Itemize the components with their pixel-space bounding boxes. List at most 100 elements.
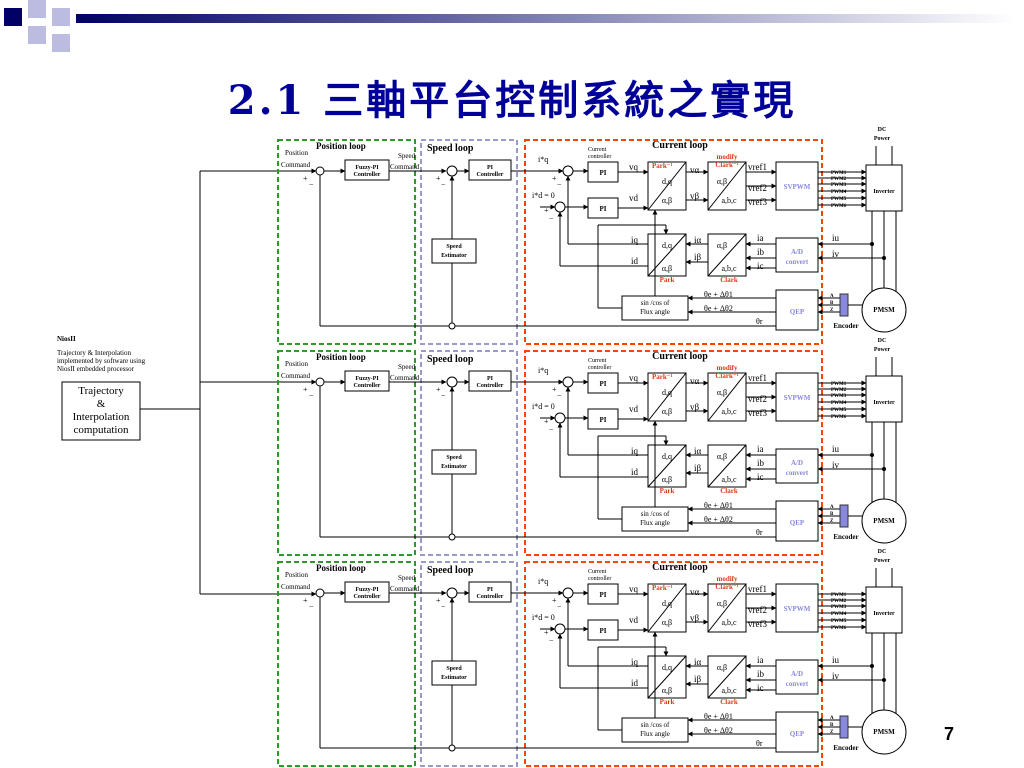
sincos-label: Flux angle xyxy=(640,730,670,738)
pi-label: PI xyxy=(600,591,607,599)
current-controller-label: controller xyxy=(588,154,611,160)
id-label: id xyxy=(631,678,639,688)
id-star-label: i*d = 0 xyxy=(532,402,555,411)
vref2-label: vref2 xyxy=(748,394,767,404)
ib-label: ib xyxy=(757,669,765,679)
pi-label: PI xyxy=(600,416,607,424)
trajectory-label: Interpolation xyxy=(73,411,130,423)
ia-label: ia xyxy=(757,655,764,665)
speed-command-label: Command xyxy=(390,163,420,171)
plus-sign: + xyxy=(544,417,549,426)
page-number: 7 xyxy=(944,724,955,744)
axis-labels-y: Position loopPositionCommandSpeedCommand… xyxy=(281,338,895,541)
abz-label: B xyxy=(830,723,834,728)
trajectory-block xyxy=(61,381,141,441)
theta2-label: θe + Δθ2 xyxy=(704,726,733,735)
qep-label: QEP xyxy=(790,308,805,316)
pmsm-label: PMSM xyxy=(873,306,895,314)
speed-command-label: Command xyxy=(390,374,420,382)
svpwm-label: SVPWM xyxy=(784,183,811,191)
iq-star-label: i*q xyxy=(538,577,548,586)
pwm-label: PWM6 xyxy=(831,204,847,209)
vref1-label: vref1 xyxy=(748,162,767,172)
speed-label: Speed xyxy=(398,574,416,582)
pwm-label: PWM5 xyxy=(831,408,847,413)
modify-clark-label: Clark⁻¹ xyxy=(715,161,738,169)
park-inv-label: Park⁻¹ xyxy=(652,373,673,381)
pwm-label: PWM6 xyxy=(831,626,847,631)
svpwm-label: SVPWM xyxy=(784,394,811,402)
park-label: Park xyxy=(660,276,675,284)
pmsm-label: PMSM xyxy=(873,517,895,525)
abz-label: Z xyxy=(830,730,834,735)
pi-controller-label: PI xyxy=(487,165,494,171)
current-controller-label: Current xyxy=(588,358,607,364)
pi-label: PI xyxy=(600,169,607,177)
dc-power-label: DC xyxy=(878,127,887,133)
plus-sign: + xyxy=(436,174,441,183)
abz-label: A xyxy=(830,505,834,510)
ad-convert-label: A/D xyxy=(791,670,803,678)
plus-sign: + xyxy=(303,385,308,394)
modify-clark-label: modify xyxy=(717,153,739,161)
plus-sign: + xyxy=(552,174,557,183)
fuzzy-pi-label: Fuzzy-PI xyxy=(355,376,379,382)
trajectory-label: & xyxy=(97,398,106,410)
ic-label: ic xyxy=(757,261,764,271)
park-label: Park xyxy=(660,698,675,706)
id-label: id xyxy=(631,256,639,266)
pwm-label: PWM3 xyxy=(831,605,847,610)
pi-controller-label: Controller xyxy=(477,383,504,389)
axis-labels-z: Position loopPositionCommandSpeedCommand… xyxy=(281,549,895,752)
theta2-label: θe + Δθ2 xyxy=(704,304,733,313)
position-label: Position xyxy=(285,149,308,157)
iq-label: iq xyxy=(631,235,639,245)
theta-r-label: θr xyxy=(756,739,763,748)
niosii-line: Trajectory & Interpolation xyxy=(57,349,132,357)
iq-star-label: i*q xyxy=(538,366,548,375)
sincos-label: Flux angle xyxy=(640,519,670,527)
id-star-label: i*d = 0 xyxy=(532,191,555,200)
theta2-label: θe + Δθ2 xyxy=(704,515,733,524)
alphabeta-label: α,β xyxy=(717,241,727,250)
ia-label: ia xyxy=(757,233,764,243)
dc-power-label: DC xyxy=(878,338,887,344)
niosii-heading: NiosII xyxy=(57,335,76,343)
id-label: id xyxy=(631,467,639,477)
minus-sign: − xyxy=(441,180,446,189)
iu-label: iu xyxy=(832,655,840,665)
dq-label: d,q xyxy=(662,177,672,186)
inverter-label: Inverter xyxy=(873,611,895,617)
pwm-label: PWM1 xyxy=(831,171,847,176)
theta1-label: θe + Δθ1 xyxy=(704,712,733,721)
iv-label: iv xyxy=(832,249,840,259)
minus-sign: − xyxy=(309,180,314,189)
ad-convert-label: A/D xyxy=(791,459,803,467)
command-label: Command xyxy=(281,161,311,169)
minus-sign: − xyxy=(549,214,554,223)
encoder-label: Encoder xyxy=(833,322,858,330)
current-loop-title: Current loop xyxy=(652,351,708,362)
ib-label: ib xyxy=(757,458,765,468)
axis-labels-x: Position loopPositionCommandSpeedCommand… xyxy=(281,127,895,330)
vd-label: vd xyxy=(629,193,639,203)
pi-controller-label: Controller xyxy=(477,594,504,600)
iq-label: iq xyxy=(631,657,639,667)
iv-label: iv xyxy=(832,671,840,681)
qep-label: QEP xyxy=(790,519,805,527)
vbeta-label: vβ xyxy=(690,613,700,623)
decor-square-5 xyxy=(52,34,70,52)
abc-label: a,b,c xyxy=(721,264,737,273)
sincos-label: sin /cos of xyxy=(641,721,670,729)
ialpha-label: iα xyxy=(694,235,702,245)
alphabeta-label: α,β xyxy=(717,599,727,608)
dc-power-label: DC xyxy=(878,549,887,555)
speed-estimator-label: Speed xyxy=(446,666,462,672)
pwm-label: PWM2 xyxy=(831,177,847,182)
plus-sign: + xyxy=(544,628,549,637)
minus-sign: − xyxy=(557,602,562,611)
minus-sign: − xyxy=(309,602,314,611)
niosii-line: implemented by software using xyxy=(57,357,146,365)
abc-label: a,b,c xyxy=(721,196,737,205)
